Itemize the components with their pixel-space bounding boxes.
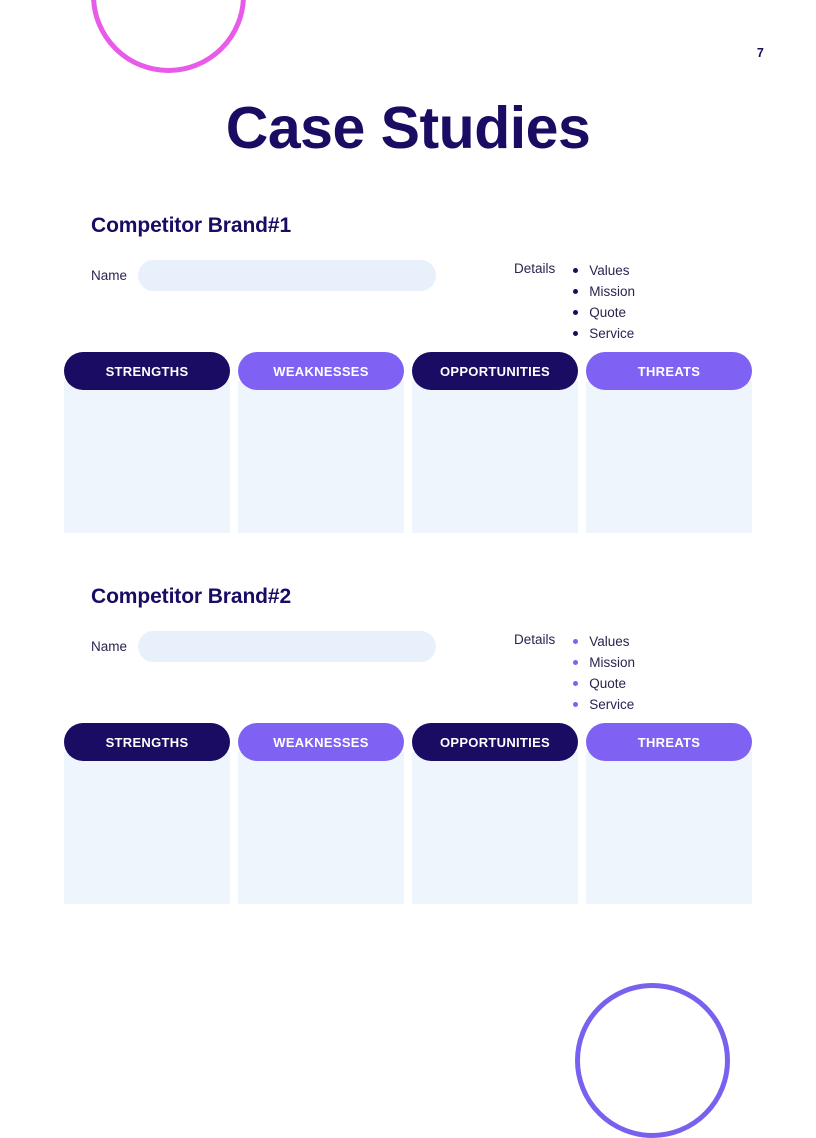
name-input-2[interactable] <box>138 631 437 662</box>
details-list-1: Values Mission Quote Service <box>571 260 635 344</box>
swot-body-threats-1[interactable] <box>586 381 752 533</box>
competitor-section-1: Competitor Brand#1 Name Details Values M… <box>64 214 752 533</box>
swot-body-strengths-2[interactable] <box>64 752 230 904</box>
swot-header-strengths-2: STRENGTHS <box>64 723 230 761</box>
details-list-2: Values Mission Quote Service <box>571 631 635 715</box>
competitor-heading-2: Competitor Brand#2 <box>91 585 292 608</box>
swot-grid-1: STRENGTHS WEAKNESSES OPPORTUNITIES THREA… <box>64 352 752 533</box>
list-item: Mission <box>571 281 635 302</box>
list-item: Service <box>571 694 635 715</box>
swot-column-strengths-2: STRENGTHS <box>64 723 230 904</box>
swot-body-opportunities-1[interactable] <box>412 381 578 533</box>
swot-body-threats-2[interactable] <box>586 752 752 904</box>
swot-header-threats-2: THREATS <box>586 723 752 761</box>
details-label-1: Details <box>514 261 556 276</box>
list-item: Quote <box>571 302 635 323</box>
name-input-1[interactable] <box>138 260 437 291</box>
swot-column-opportunities-2: OPPORTUNITIES <box>412 723 578 904</box>
content-area: Competitor Brand#1 Name Details Values M… <box>64 214 752 904</box>
page-number: 7 <box>756 46 764 60</box>
swot-header-strengths-1: STRENGTHS <box>64 352 230 390</box>
swot-grid-2: STRENGTHS WEAKNESSES OPPORTUNITIES THREA… <box>64 723 752 904</box>
name-group-2: Name <box>91 631 437 662</box>
swot-body-weaknesses-2[interactable] <box>238 752 404 904</box>
swot-header-opportunities-1: OPPORTUNITIES <box>412 352 578 390</box>
swot-body-weaknesses-1[interactable] <box>238 381 404 533</box>
swot-column-strengths-1: STRENGTHS <box>64 352 230 533</box>
swot-column-threats-2: THREATS <box>586 723 752 904</box>
magenta-circle-outline <box>91 0 246 73</box>
page-title: Case Studies <box>225 95 591 161</box>
competitor-heading-1: Competitor Brand#1 <box>91 214 292 237</box>
details-label-2: Details <box>514 632 556 647</box>
list-item: Values <box>571 260 635 281</box>
competitor-section-2: Competitor Brand#2 Name Details Values M… <box>64 585 752 904</box>
slide-page: 7 Case Studies Competitor Brand#1 Name D… <box>64 0 764 1138</box>
name-label-1: Name <box>91 268 128 283</box>
name-label-2: Name <box>91 639 128 654</box>
competitor-info-row-2: Name Details Values Mission Quote Servic… <box>64 631 752 723</box>
swot-body-strengths-1[interactable] <box>64 381 230 533</box>
details-group-1: Details Values Mission Quote Service <box>514 260 635 344</box>
name-group-1: Name <box>91 260 437 291</box>
purple-circle-outline <box>575 983 730 1138</box>
list-item: Service <box>571 323 635 344</box>
swot-column-opportunities-1: OPPORTUNITIES <box>412 352 578 533</box>
swot-column-weaknesses-2: WEAKNESSES <box>238 723 404 904</box>
list-item: Values <box>571 631 635 652</box>
swot-header-opportunities-2: OPPORTUNITIES <box>412 723 578 761</box>
swot-header-threats-1: THREATS <box>586 352 752 390</box>
competitor-info-row-1: Name Details Values Mission Quote Servic… <box>64 260 752 352</box>
swot-header-weaknesses-2: WEAKNESSES <box>238 723 404 761</box>
list-item: Quote <box>571 673 635 694</box>
swot-column-weaknesses-1: WEAKNESSES <box>238 352 404 533</box>
swot-body-opportunities-2[interactable] <box>412 752 578 904</box>
list-item: Mission <box>571 652 635 673</box>
swot-column-threats-1: THREATS <box>586 352 752 533</box>
details-group-2: Details Values Mission Quote Service <box>514 631 635 715</box>
swot-header-weaknesses-1: WEAKNESSES <box>238 352 404 390</box>
